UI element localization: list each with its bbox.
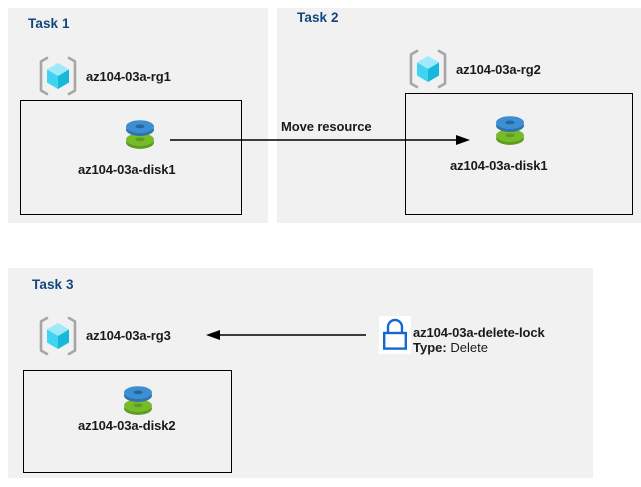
task-title-task3: Task 3 bbox=[32, 277, 74, 292]
connector-label-move-resource: Move resource bbox=[281, 119, 372, 134]
azure-resource-group-icon bbox=[36, 55, 80, 97]
azure-managed-disk-icon bbox=[490, 108, 530, 150]
resource-label-task2: az104-03a-disk1 bbox=[450, 158, 548, 173]
resource-group-label-task3: az104-03a-rg3 bbox=[86, 328, 171, 343]
lock-name: az104-03a-delete-lock bbox=[413, 325, 545, 340]
lock-icon bbox=[379, 316, 411, 354]
azure-managed-disk-icon bbox=[118, 378, 158, 420]
resource-box-task3 bbox=[23, 370, 232, 473]
lock-arrow bbox=[206, 322, 368, 348]
lock-type-label: Type: bbox=[413, 340, 447, 355]
azure-resource-group-icon bbox=[36, 315, 80, 357]
task-title-task1: Task 1 bbox=[28, 16, 70, 31]
lock-caption: az104-03a-delete-lock Type: Delete bbox=[413, 325, 545, 356]
azure-resource-group-icon bbox=[406, 48, 450, 90]
lock-type-value: Delete bbox=[450, 340, 488, 355]
task-title-task2: Task 2 bbox=[297, 10, 339, 25]
resource-box-task2 bbox=[405, 93, 633, 215]
move-resource-arrow bbox=[170, 126, 472, 154]
resource-group-label-task2: az104-03a-rg2 bbox=[456, 62, 541, 77]
lock-type: Type: Delete bbox=[413, 340, 545, 356]
resource-group-label-task1: az104-03a-rg1 bbox=[86, 69, 171, 84]
resource-label-task3: az104-03a-disk2 bbox=[78, 418, 176, 433]
resource-box-task1 bbox=[20, 100, 242, 215]
resource-label-task1: az104-03a-disk1 bbox=[78, 162, 176, 177]
azure-managed-disk-icon bbox=[120, 112, 160, 154]
